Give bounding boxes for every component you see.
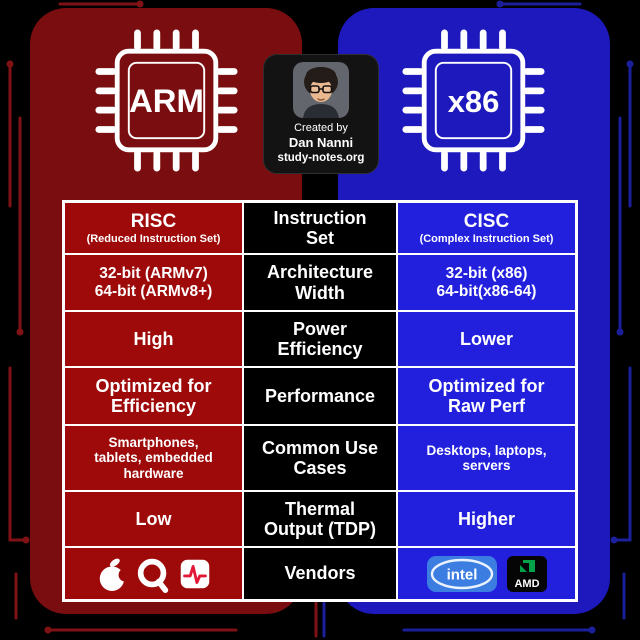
cell-arm-use-cases: Smartphones, tablets, embedded hardware [65,426,242,490]
creator-avatar [293,62,349,118]
row-header-instruction-set: Instruction Set [244,203,396,253]
apple-logo-icon [99,558,128,591]
row-header-use-cases: Common Use Cases [244,426,396,490]
creator-badge: Created by Dan Nanni study-notes.org [263,54,379,174]
cell-x86-power-efficiency: Lower [398,312,575,366]
x86-chip-icon: x86 [402,29,545,172]
creator-site: study-notes.org [277,152,365,164]
cell-arm-instruction-set: RISC (Reduced Instruction Set) [65,203,242,253]
arm-chip-icon: ARM [95,29,238,172]
x86-chip-label: x86 [448,84,500,119]
cell-x86-architecture-width: 32-bit (x86) 64-bit(x86-64) [398,255,575,310]
row-header-vendors: Vendors [244,548,396,599]
row-header-thermal-output: Thermal Output (TDP) [244,492,396,546]
arm-instruction-set-sub: (Reduced Instruction Set) [86,233,221,246]
intel-logo-text: intel [446,566,477,583]
row-header-architecture-width: Architecture Width [244,255,396,310]
created-by-label: Created by [294,122,348,134]
qualcomm-logo-icon [137,558,168,593]
cell-arm-vendors [65,548,242,599]
arm-chip-label: ARM [129,82,204,119]
comparison-table: RISC (Reduced Instruction Set) Instructi… [62,200,578,602]
cell-x86-use-cases: Desktops, laptops, servers [398,426,575,490]
arm-instruction-set-value: RISC [130,210,177,232]
row-header-power-efficiency: Power Efficiency [244,312,396,366]
intel-logo-icon: intel [426,555,497,592]
cell-arm-performance: Optimized for Efficiency [65,368,242,424]
row-header-performance: Performance [244,368,396,424]
cell-arm-architecture-width: 32-bit (ARMv7) 64-bit (ARMv8+) [65,255,242,310]
broadcom-logo-icon [180,559,209,588]
cell-arm-power-efficiency: High [65,312,242,366]
amd-logo-text: AMD [514,578,539,590]
x86-instruction-set-value: CISC [463,210,510,232]
cell-x86-vendors: intel AMD [398,548,575,599]
cell-x86-performance: Optimized for Raw Perf [398,368,575,424]
x86-instruction-set-sub: (Complex Instruction Set) [419,233,554,246]
cell-x86-instruction-set: CISC (Complex Instruction Set) [398,203,575,253]
cell-x86-thermal-output: Higher [398,492,575,546]
cell-arm-thermal-output: Low [65,492,242,546]
amd-logo-icon: AMD [506,555,547,592]
creator-name: Dan Nanni [288,135,354,150]
